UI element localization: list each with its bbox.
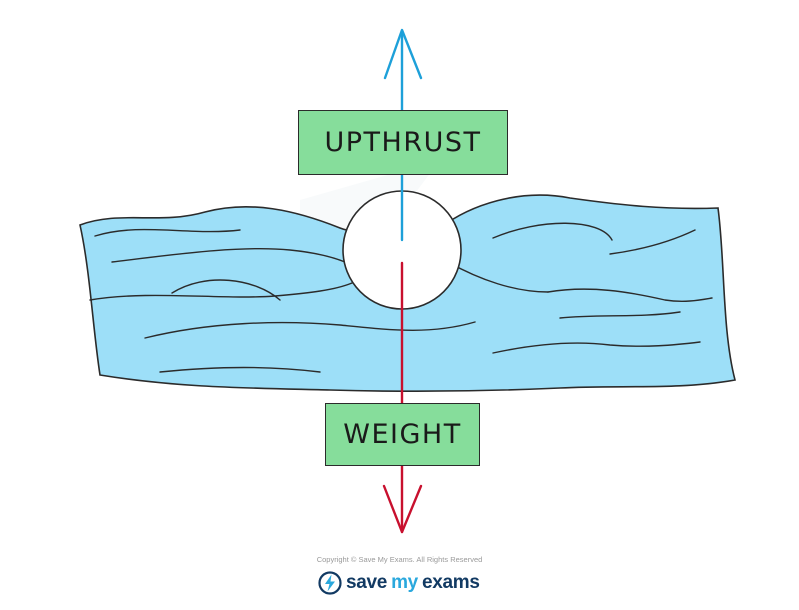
lightning-bolt-icon <box>318 571 342 595</box>
brand-exams-text: exams <box>421 572 480 593</box>
weight-label: WEIGHT <box>325 403 480 466</box>
weight-arrow <box>382 261 423 534</box>
copyright-notice: Copyright © Save My Exams. All Rights Re… <box>316 555 483 564</box>
brand-my-text: my <box>391 572 418 593</box>
water-waves <box>89 222 713 373</box>
brand-save-text: save <box>346 572 388 593</box>
upthrust-label: UPTHRUST <box>298 110 508 175</box>
